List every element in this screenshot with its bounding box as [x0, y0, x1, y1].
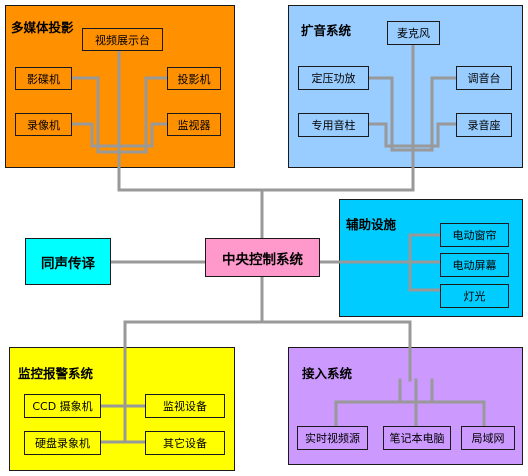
multimedia-title: 多媒体投影 [11, 20, 74, 35]
column-speaker-box: 专用音柱 [298, 113, 369, 137]
mixer-line [411, 76, 458, 152]
central-control-box: 中央控制系统 [205, 238, 320, 277]
top-bus-line [117, 43, 415, 192]
dvr-box: 硬盘录象机 [24, 431, 101, 455]
realtime-video-box: 实时视频源 [297, 426, 368, 450]
electric-curtain-box: 电动窗帘 [440, 223, 509, 247]
simultaneous-interp-box: 同声传译 [25, 238, 111, 285]
aux-title: 辅助设施 [346, 217, 397, 232]
dvd-box: 影碟机 [15, 67, 72, 90]
audio-title: 扩音系统 [301, 23, 352, 38]
microphone-box: 麦克风 [387, 21, 440, 45]
other-device-box: 其它设备 [145, 431, 225, 455]
visualizer-box: 视频展示台 [82, 28, 163, 51]
electric-screen-box: 电动屏幕 [440, 253, 509, 277]
lighting-box: 灯光 [440, 284, 509, 308]
recorder-box: 录音座 [456, 113, 512, 137]
speaker-line [367, 122, 415, 148]
amplifier-line [367, 76, 415, 152]
tv-monitor-line [117, 122, 169, 148]
ccd-camera-box: CCD 摄象机 [24, 394, 101, 418]
recorder-line [411, 122, 458, 148]
monitor-device-box: 监视设备 [145, 394, 225, 418]
lan-box: 局域网 [461, 426, 515, 450]
mixer-box: 调音台 [456, 66, 512, 90]
vcr-box: 录像机 [15, 113, 72, 136]
access-title: 接入系统 [302, 366, 353, 381]
aux-bracket-line [408, 233, 442, 292]
amplifier-box: 定压功放 [298, 66, 369, 90]
vcr-line [70, 122, 121, 148]
projector-line [117, 76, 169, 154]
dvd-line [70, 76, 121, 154]
laptop-box: 笔记本电脑 [383, 426, 451, 450]
monitor-alarm-title: 监控报警系统 [18, 366, 94, 381]
projector-box: 投影机 [167, 67, 221, 90]
tv-monitor-box: 监视器 [167, 113, 221, 136]
